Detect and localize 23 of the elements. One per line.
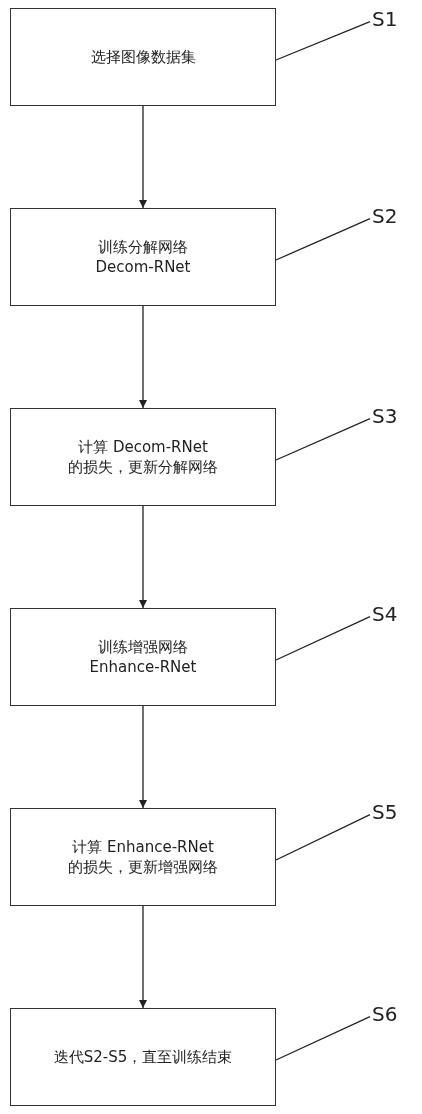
step-label: S2	[372, 203, 398, 229]
step-label: S3	[372, 403, 398, 429]
leader-line	[275, 615, 371, 661]
step-label: S1	[372, 6, 398, 32]
process-box: 训练分解网络 Decom-RNet	[10, 208, 276, 306]
arrow	[139, 105, 147, 209]
process-box: 迭代S2-S5，直至训练结束	[10, 1008, 276, 1106]
step-label: S6	[372, 1001, 398, 1027]
leader-line	[275, 417, 371, 461]
leader-line	[275, 20, 371, 61]
arrow	[139, 705, 147, 809]
step-label: S4	[372, 601, 398, 627]
process-box: 选择图像数据集	[10, 8, 276, 106]
arrow	[139, 305, 147, 409]
leader-line	[275, 813, 371, 861]
arrow	[139, 505, 147, 609]
leader-line	[275, 217, 371, 261]
process-box: 训练增强网络 Enhance-RNet	[10, 608, 276, 706]
arrow	[139, 905, 147, 1009]
process-box: 计算 Decom-RNet 的损失，更新分解网络	[10, 408, 276, 506]
process-box: 计算 Enhance-RNet 的损失，更新增强网络	[10, 808, 276, 906]
leader-line	[275, 1015, 371, 1061]
step-label: S5	[372, 799, 398, 825]
